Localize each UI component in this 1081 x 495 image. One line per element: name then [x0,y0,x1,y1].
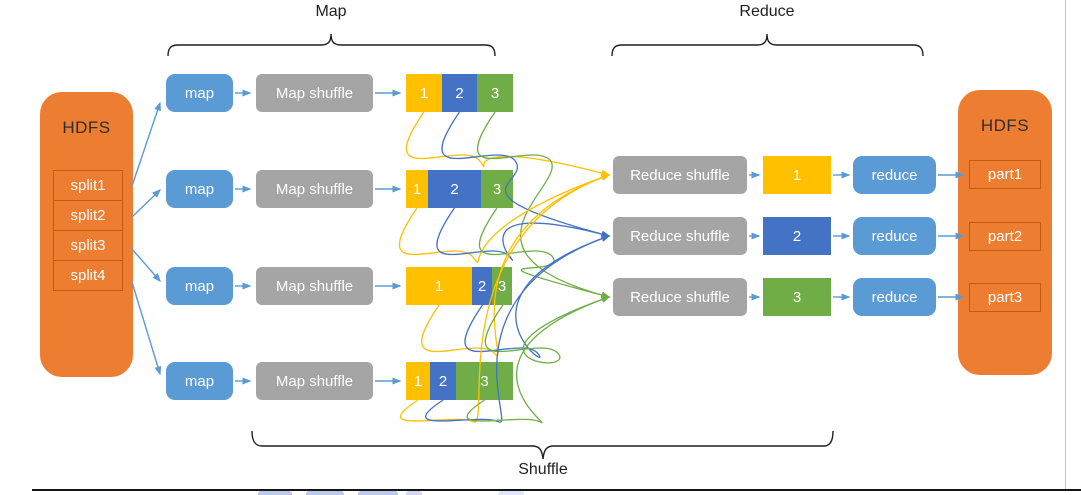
partition-3-seg3: 3 [492,267,512,305]
reduce-shuffle-3: Reduce shuffle [613,278,747,316]
part1-cell: part1 [969,160,1041,189]
map-shuffle-1: Map shuffle [256,74,373,112]
split3-cell: split3 [53,230,123,261]
watermark-fragment [258,491,292,495]
watermark-fragment [498,491,524,495]
partition-4-seg2: 2 [430,362,456,400]
shuffle-brace-label: Shuffle [518,461,568,478]
hdfs-output-title: HDFS [980,116,1030,135]
map-task-4: map [166,362,233,400]
reduce-task-3: reduce [853,278,936,316]
partition-bar-2: 1 2 3 [406,170,513,208]
split2-cell: split2 [53,200,123,231]
bucket-1: 1 [763,156,831,194]
map-task-2: map [166,170,233,208]
part2-cell: part2 [969,222,1041,251]
split4-cell: split4 [53,260,123,291]
reduce-shuffle-1: Reduce shuffle [613,156,747,194]
slide-bottom-edge [32,489,1081,491]
partition-1-seg2: 2 [442,74,477,112]
partition-2-seg2: 2 [428,170,481,208]
bucket-2: 2 [763,217,831,255]
partition-2-seg3: 3 [481,170,513,208]
partition-3-seg1: 1 [406,267,472,305]
hdfs-input-title: HDFS [62,118,111,137]
reduce-task-2: reduce [853,217,936,255]
slide-right-edge [1065,0,1066,491]
partition-1-seg1: 1 [406,74,442,112]
part3-cell: part3 [969,283,1041,312]
bucket-3: 3 [763,278,831,316]
map-task-1: map [166,74,233,112]
map-shuffle-2: Map shuffle [256,170,373,208]
partition-1-seg3: 3 [477,74,513,112]
map-task-3: map [166,267,233,305]
partition-3-seg2: 2 [472,267,492,305]
hdfs-output-box: HDFS part1 part2 part3 [958,90,1052,375]
partition-bar-1: 1 2 3 [406,74,513,112]
hdfs-input-box: HDFS split1 split2 split3 split4 [40,92,133,377]
partition-bar-3: 1 2 3 [406,267,513,305]
reduce-brace-label: Reduce [739,3,795,20]
map-brace-label: Map [315,3,347,20]
partition-4-seg3: 3 [456,362,513,400]
watermark-fragment [358,491,398,495]
partition-4-seg1: 1 [406,362,430,400]
map-shuffle-4: Map shuffle [256,362,373,400]
watermark-fragment [306,491,344,495]
map-shuffle-3: Map shuffle [256,267,373,305]
reduce-task-1: reduce [853,156,936,194]
partition-2-seg1: 1 [406,170,428,208]
partition-bar-4: 1 2 3 [406,362,513,400]
watermark-fragment [406,491,422,495]
reduce-shuffle-2: Reduce shuffle [613,217,747,255]
flow-arrows [131,89,965,385]
split1-cell: split1 [53,170,123,201]
